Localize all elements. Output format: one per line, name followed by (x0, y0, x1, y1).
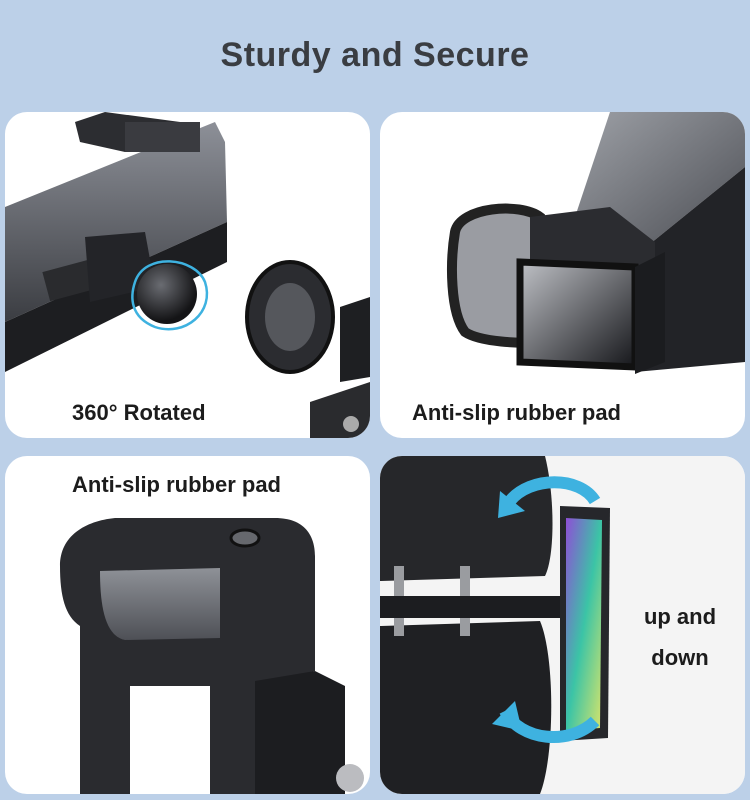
clamp-illustration (447, 112, 745, 374)
caption-up-down: up and down (635, 596, 725, 678)
panel-rotation: 360° Rotated (5, 112, 370, 438)
hook-illustration (60, 518, 364, 794)
panel-in-car: up and down (380, 456, 745, 794)
panel-clamp: Anti-slip rubber pad (380, 112, 745, 438)
caption-rotated: 360° Rotated (72, 400, 206, 425)
caption-rubber-pad-1: Anti-slip rubber pad (412, 400, 621, 425)
caption-rubber-pad-2: Anti-slip rubber pad (72, 472, 281, 497)
car-headrest-illustration (380, 456, 745, 794)
ball-joint-illustration (5, 112, 370, 438)
page-title: Sturdy and Secure (220, 36, 530, 74)
panel-hook: Anti-slip rubber pad (5, 456, 370, 794)
up-arrow-icon (505, 476, 601, 506)
caption-up-down-line-2: down (651, 645, 709, 670)
caption-up-down-line-1: up and (643, 604, 717, 629)
